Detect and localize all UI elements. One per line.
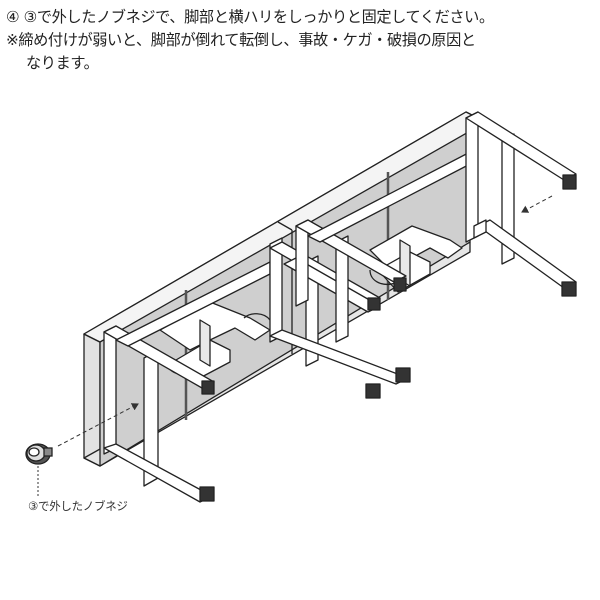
center-foot-top (393, 277, 407, 292)
insert-arrow-left (57, 403, 139, 447)
middle-leg-post-back (305, 255, 319, 367)
center-leg-frame (295, 149, 475, 343)
right-leg-post-front (465, 111, 479, 243)
center-leg-post-front (295, 219, 309, 307)
instruction-line-2: ※締め付けが弱いと、脚部が倒れて転倒し、事故・ケガ・破損の原因と (6, 31, 476, 49)
instruction-line-3: なります。 (26, 54, 99, 72)
instruction-text: ④ ③で外したノブネジで、脚部と横ハリをしっかりと固定してください。 ※締め付け… (6, 6, 596, 75)
right-leg-top-bar (465, 111, 577, 181)
knob-screw-icon (25, 443, 53, 465)
right-leg-cross-bar (473, 219, 487, 239)
right-foot-bottom (561, 281, 577, 297)
middle-foot-bottom (395, 367, 411, 383)
bench-top-side (83, 333, 101, 467)
knob-screw-callout: ③で外したノブネジ (28, 499, 128, 513)
right-leg-bottom-bar (477, 219, 577, 289)
left-leg-post-front (103, 325, 117, 455)
right-foot-top (562, 174, 577, 190)
left-foot-top (201, 380, 215, 395)
panel-seam (277, 221, 293, 231)
left-foot-bottom (199, 486, 215, 502)
middle-foot-inner (365, 383, 381, 399)
instruction-line-1: ④ ③で外したノブネジで、脚部と横ハリをしっかりと固定してください。 (6, 8, 494, 26)
center-leg-post-back (335, 235, 349, 343)
insert-arrow-right (521, 195, 553, 213)
middle-foot-top (367, 297, 381, 311)
right-leg-frame (465, 111, 577, 297)
